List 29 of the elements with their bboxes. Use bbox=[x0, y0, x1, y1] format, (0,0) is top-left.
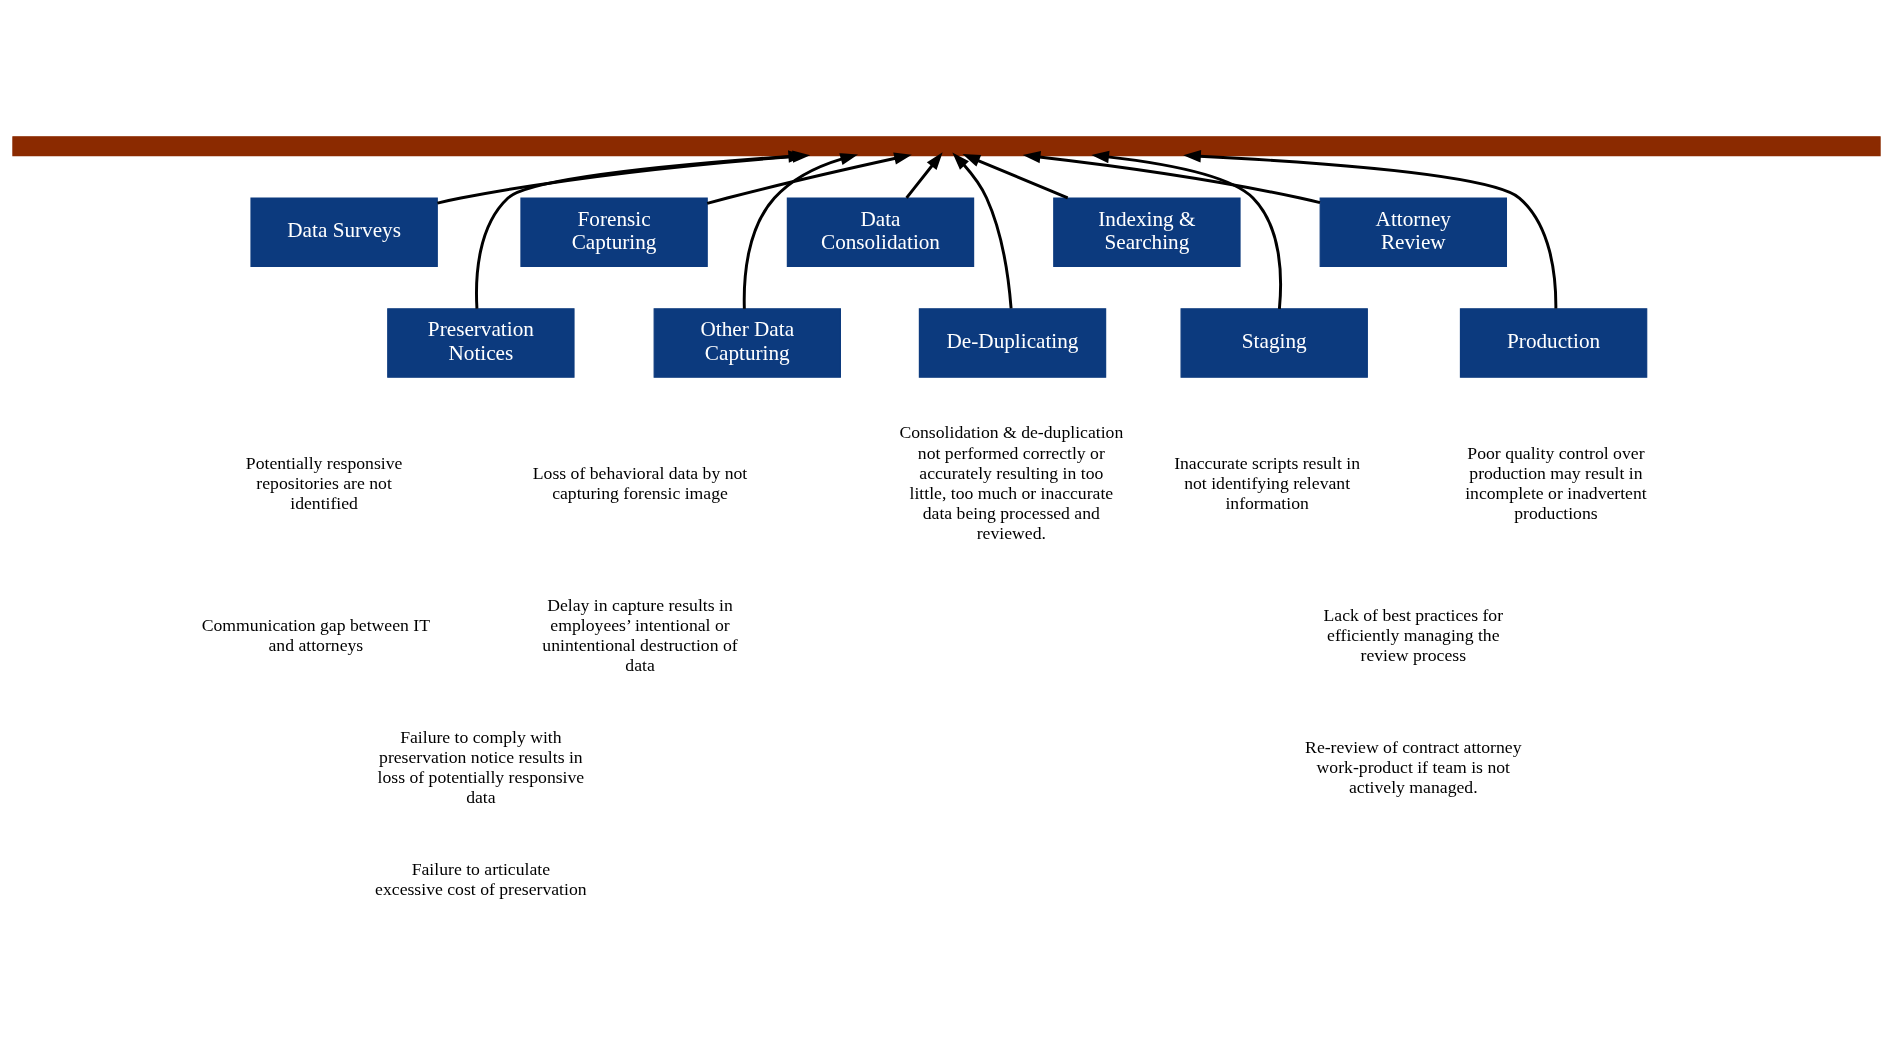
node-box: Forensic Capturing bbox=[520, 196, 708, 267]
arrow bbox=[1091, 150, 1283, 309]
label: Poor quality control over production may result in incomplete or inadvertent productions bbox=[1465, 442, 1647, 523]
node-box: Production bbox=[1459, 307, 1648, 378]
node-box: Attorney Review bbox=[1319, 196, 1507, 267]
label: Loss of behavioral data by not capturing forensic image bbox=[532, 462, 748, 503]
arrow bbox=[1022, 150, 1321, 204]
arrow bbox=[1183, 149, 1558, 309]
label: Consolidation & de-duplication not performed correctly or accurately resulting in too little, too much or inaccurate data being processed and reviewed. bbox=[899, 421, 1124, 543]
node-bar bbox=[12, 135, 1881, 156]
arrow bbox=[905, 151, 943, 199]
label: Failure to articulate excessive cost of preservation bbox=[375, 858, 587, 899]
node-box: Indexing & Searching bbox=[1053, 196, 1241, 267]
arrow bbox=[962, 153, 1069, 199]
arrow bbox=[742, 152, 859, 309]
node-box: Data Consolidation bbox=[786, 196, 975, 267]
label: Communication gap between IT and attorneys bbox=[201, 614, 430, 655]
label: Potentially responsive repositories are not identified bbox=[245, 452, 403, 513]
node-box: Staging bbox=[1180, 307, 1368, 378]
label: Delay in capture results in employees’ intentional or unintentional destruction of data bbox=[542, 594, 738, 675]
node-box: Other Data Capturing bbox=[653, 307, 841, 378]
label: Lack of best practices for efficiently managing the review process bbox=[1323, 604, 1504, 665]
node-box: Data Surveys bbox=[250, 196, 438, 267]
arrow bbox=[952, 152, 1013, 309]
label: Re-review of contract attorney work-product if team is not actively managed. bbox=[1305, 736, 1522, 797]
label: Inaccurate scripts result in not identifying relevant information bbox=[1174, 452, 1361, 513]
node-box: Preservation Notices bbox=[387, 307, 575, 378]
node-box: De-Duplicating bbox=[918, 307, 1107, 378]
label: Failure to comply with preservation notice results in loss of potentially responsive data bbox=[377, 726, 585, 807]
